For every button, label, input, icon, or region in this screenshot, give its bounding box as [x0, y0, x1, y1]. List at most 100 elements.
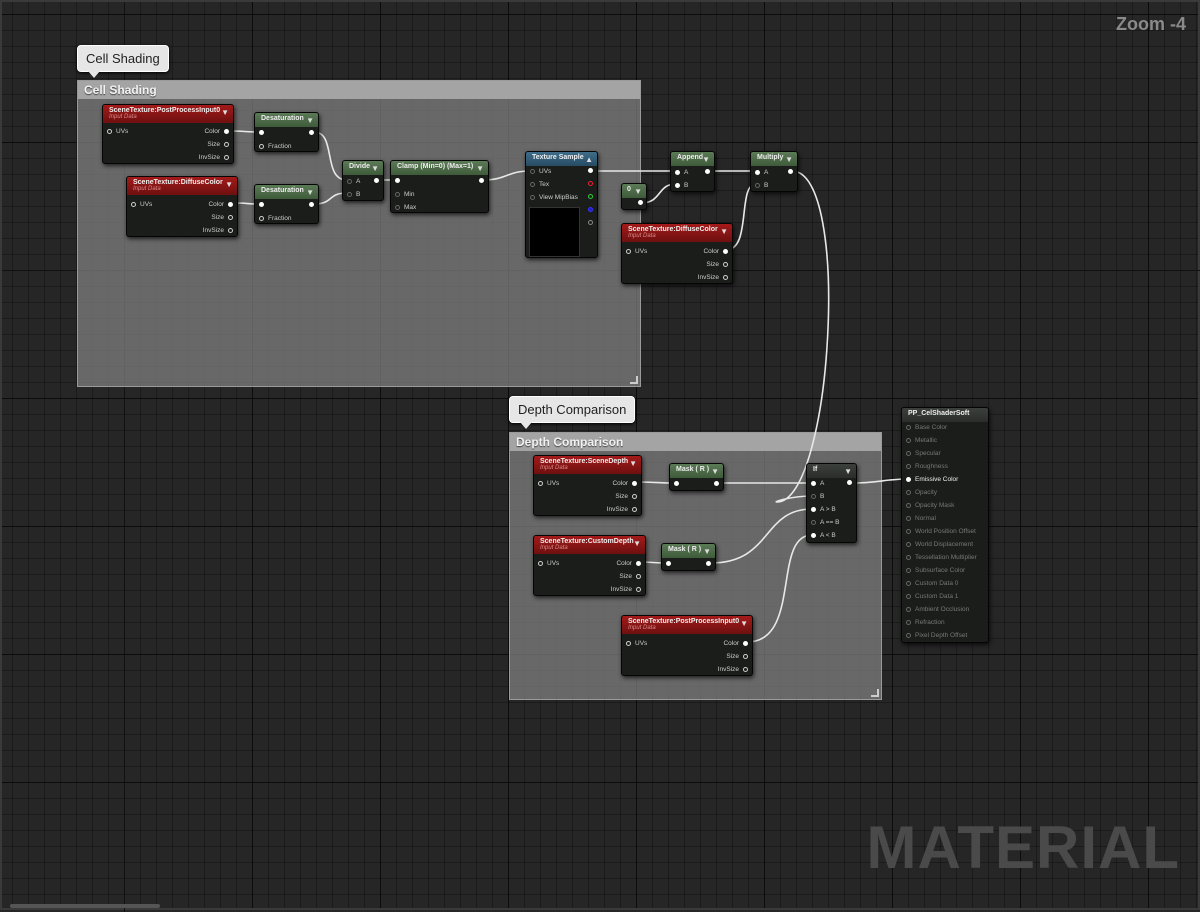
pin-min[interactable]: Min: [395, 191, 414, 198]
pin-a[interactable]: A: [347, 178, 360, 185]
horizontal-scrollbar[interactable]: [10, 904, 160, 908]
pin-color[interactable]: Color: [204, 128, 229, 135]
pin-output[interactable]: [702, 561, 711, 566]
result-pin-normal[interactable]: Normal: [906, 515, 936, 522]
node-header[interactable]: Texture Sample▲: [526, 152, 597, 166]
pin-uvs[interactable]: UVs: [131, 201, 152, 208]
chevron-down-icon[interactable]: ▼: [476, 164, 484, 173]
chevron-down-icon[interactable]: ▼: [633, 539, 641, 548]
node-mask-r-2[interactable]: Mask ( R )▼: [661, 543, 716, 571]
result-pin-roughness[interactable]: Roughness: [906, 463, 948, 470]
result-pin-emissive-color[interactable]: Emissive Color: [906, 476, 958, 483]
node-desaturation-1[interactable]: Desaturation▼ Fraction: [254, 112, 319, 152]
node-clamp[interactable]: Clamp (Min=0) (Max=1)▼ Min Max: [390, 160, 489, 213]
pin-color[interactable]: Color: [208, 201, 233, 208]
pin-a-equals-b[interactable]: A == B: [811, 519, 840, 526]
result-pin-tessellation-multiplier[interactable]: Tessellation Multiplier: [906, 554, 977, 561]
pin-alpha[interactable]: [584, 220, 593, 225]
pin-fraction[interactable]: Fraction: [259, 143, 291, 150]
pin-invsize[interactable]: InvSize: [199, 154, 229, 161]
node-if[interactable]: If▼ A B A > B A == B A < B: [806, 463, 857, 543]
result-pin-specular[interactable]: Specular: [906, 450, 941, 457]
pin-uvs[interactable]: UVs: [538, 560, 559, 567]
comment-resize-grip[interactable]: [871, 689, 879, 697]
chevron-down-icon[interactable]: ▼: [221, 108, 229, 117]
pin-a-less-b[interactable]: A < B: [811, 532, 836, 539]
pin-size[interactable]: Size: [207, 141, 229, 148]
pin-size[interactable]: Size: [619, 573, 641, 580]
pin-output[interactable]: [843, 480, 852, 485]
pin-a[interactable]: A: [755, 169, 768, 176]
result-pin-subsurface-color[interactable]: Subsurface Color: [906, 567, 965, 574]
pin-uvs[interactable]: UVs: [107, 128, 128, 135]
pin-view-mipbias[interactable]: View MipBias: [530, 194, 578, 201]
pin-input[interactable]: [674, 481, 683, 486]
pin-invsize[interactable]: InvSize: [698, 274, 728, 281]
pin-size[interactable]: Size: [706, 261, 728, 268]
pin-input[interactable]: [395, 178, 404, 183]
pin-color[interactable]: Color: [703, 248, 728, 255]
pin-rgb[interactable]: [584, 168, 593, 173]
comment-resize-grip[interactable]: [630, 376, 638, 384]
pin-uvs[interactable]: UVs: [538, 480, 559, 487]
pin-r[interactable]: [584, 181, 593, 186]
pin-size[interactable]: Size: [211, 214, 233, 221]
pin-invsize[interactable]: InvSize: [203, 227, 233, 234]
comment-bubble-cell-shading[interactable]: Cell Shading: [77, 45, 169, 78]
result-pin-opacity[interactable]: Opacity: [906, 489, 937, 496]
comment-bubble-depth-comparison[interactable]: Depth Comparison: [509, 396, 636, 429]
node-desaturation-2[interactable]: Desaturation▼ Fraction: [254, 184, 319, 224]
pin-output[interactable]: [784, 169, 793, 174]
chevron-down-icon[interactable]: ▼: [785, 155, 793, 164]
pin-output[interactable]: [305, 130, 314, 135]
chevron-down-icon[interactable]: ▼: [629, 459, 637, 468]
pin-output[interactable]: [634, 200, 643, 205]
chevron-down-icon[interactable]: ▼: [306, 116, 314, 125]
node-divide[interactable]: Divide▼ A B: [342, 160, 384, 201]
pin-max[interactable]: Max: [395, 204, 416, 211]
pin-b[interactable]: [584, 207, 593, 212]
chevron-down-icon[interactable]: ▼: [740, 619, 748, 628]
pin-input[interactable]: [259, 202, 268, 207]
pin-uvs[interactable]: UVs: [530, 168, 551, 175]
pin-invsize[interactable]: InvSize: [718, 666, 748, 673]
chevron-up-icon[interactable]: ▲: [585, 155, 593, 164]
pin-a[interactable]: A: [675, 169, 688, 176]
pin-b[interactable]: B: [755, 182, 768, 189]
pin-color[interactable]: Color: [616, 560, 641, 567]
pin-b[interactable]: B: [675, 182, 688, 189]
result-pin-pixel-depth-offset[interactable]: Pixel Depth Offset: [906, 632, 967, 639]
chevron-down-icon[interactable]: ▼: [844, 467, 852, 476]
pin-fraction[interactable]: Fraction: [259, 215, 291, 222]
comment-header-depth-comparison[interactable]: Depth Comparison: [510, 433, 881, 451]
pin-size[interactable]: Size: [726, 653, 748, 660]
chevron-down-icon[interactable]: ▼: [634, 187, 642, 196]
node-header[interactable]: Mask ( R )▼: [662, 544, 715, 558]
result-pin-base-color[interactable]: Base Color: [906, 424, 947, 431]
pin-input[interactable]: [666, 561, 675, 566]
chevron-down-icon[interactable]: ▼: [711, 467, 719, 476]
pin-a[interactable]: A: [811, 480, 824, 487]
result-pin-custom-data-0[interactable]: Custom Data 0: [906, 580, 958, 587]
result-pin-custom-data-1[interactable]: Custom Data 1: [906, 593, 958, 600]
pin-input[interactable]: [259, 130, 268, 135]
comment-header-cell-shading[interactable]: Cell Shading: [78, 81, 640, 99]
chevron-down-icon[interactable]: ▼: [371, 164, 379, 173]
result-pin-world-displacement[interactable]: World Displacement: [906, 541, 973, 548]
node-header[interactable]: 0▼: [622, 184, 646, 198]
result-pin-opacity-mask[interactable]: Opacity Mask: [906, 502, 954, 509]
node-header[interactable]: PP_CelShaderSoft: [902, 408, 988, 422]
pin-g[interactable]: [584, 194, 593, 199]
pin-output[interactable]: [475, 178, 484, 183]
